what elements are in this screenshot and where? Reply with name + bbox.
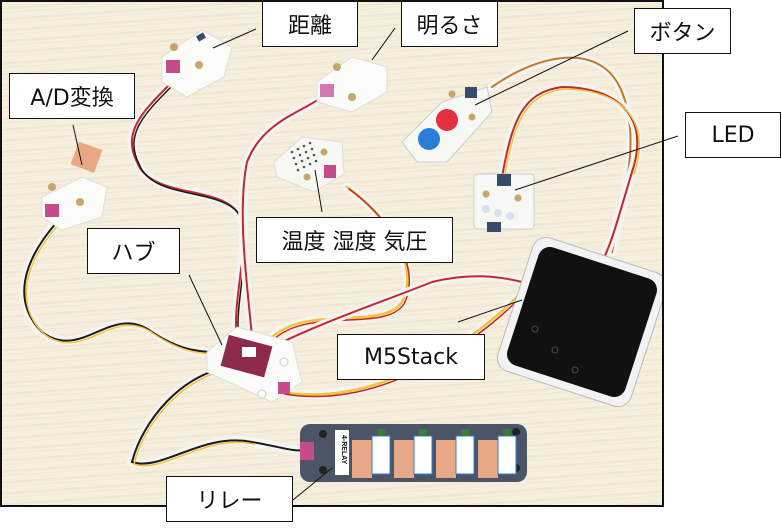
light-sensor-unit <box>316 56 388 113</box>
hub-unit <box>206 326 303 403</box>
label-led-text: LED <box>711 122 755 148</box>
env-sensor-unit <box>273 136 345 193</box>
relay-channel <box>352 429 391 478</box>
led-unit <box>473 173 535 232</box>
distance-sensor-unit <box>161 29 233 98</box>
label-env-sensor: 温度 湿度 気圧 <box>256 217 453 263</box>
label-m5stack-text: M5Stack <box>364 344 458 370</box>
label-distance: 距離 <box>262 1 358 47</box>
label-ad-convert-text: A/D変換 <box>30 86 114 111</box>
label-button: ボタン <box>634 8 731 54</box>
label-m5stack: M5Stack <box>337 334 485 380</box>
relay-channel <box>394 429 433 478</box>
relay-board: 4-RELAY <box>300 424 527 482</box>
label-hub-text: ハブ <box>111 241 156 266</box>
relay-board-text: 4-RELAY <box>340 435 347 465</box>
label-led: LED <box>685 112 781 158</box>
label-distance-text: 距離 <box>287 14 332 39</box>
label-ad-convert: A/D変換 <box>9 73 135 119</box>
relay-channel <box>436 429 475 478</box>
label-light-text: 明るさ <box>416 14 483 39</box>
label-button-text: ボタン <box>649 21 716 46</box>
label-relay-text: リレー <box>196 489 263 514</box>
label-relay: リレー <box>166 476 293 522</box>
label-env-sensor-text: 温度 湿度 気圧 <box>281 230 428 255</box>
ad-converter-unit <box>41 141 108 231</box>
label-light: 明るさ <box>401 1 498 47</box>
m5stack-device <box>496 236 662 408</box>
label-hub: ハブ <box>87 228 180 274</box>
button-unit <box>401 86 493 163</box>
relay-channel <box>478 429 517 478</box>
